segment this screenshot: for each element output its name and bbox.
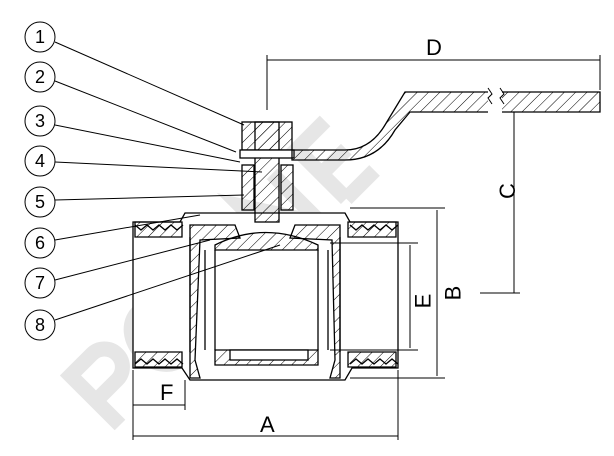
callout-6: 6: [34, 233, 45, 253]
dimension-a-label: A: [260, 412, 275, 437]
callout-3: 3: [34, 111, 45, 131]
callout-leaders: [24, 21, 281, 341]
dimension-c-label: C: [494, 183, 520, 199]
dimension-f-label: F: [160, 380, 174, 405]
callout-4: 4: [34, 151, 45, 171]
callout-2: 2: [34, 67, 45, 87]
dimension-b-label: B: [440, 285, 466, 301]
callout-7: 7: [34, 273, 45, 293]
callout-5: 5: [34, 192, 45, 212]
valve-body: [132, 212, 399, 381]
callout-8: 8: [34, 315, 45, 335]
handle: [291, 91, 601, 161]
valve-stem: [239, 121, 295, 223]
dimension-e-label: E: [410, 293, 436, 309]
dimension-d-label: D: [426, 35, 442, 60]
dimension-lines: [132, 55, 601, 440]
callout-1: 1: [34, 27, 45, 47]
